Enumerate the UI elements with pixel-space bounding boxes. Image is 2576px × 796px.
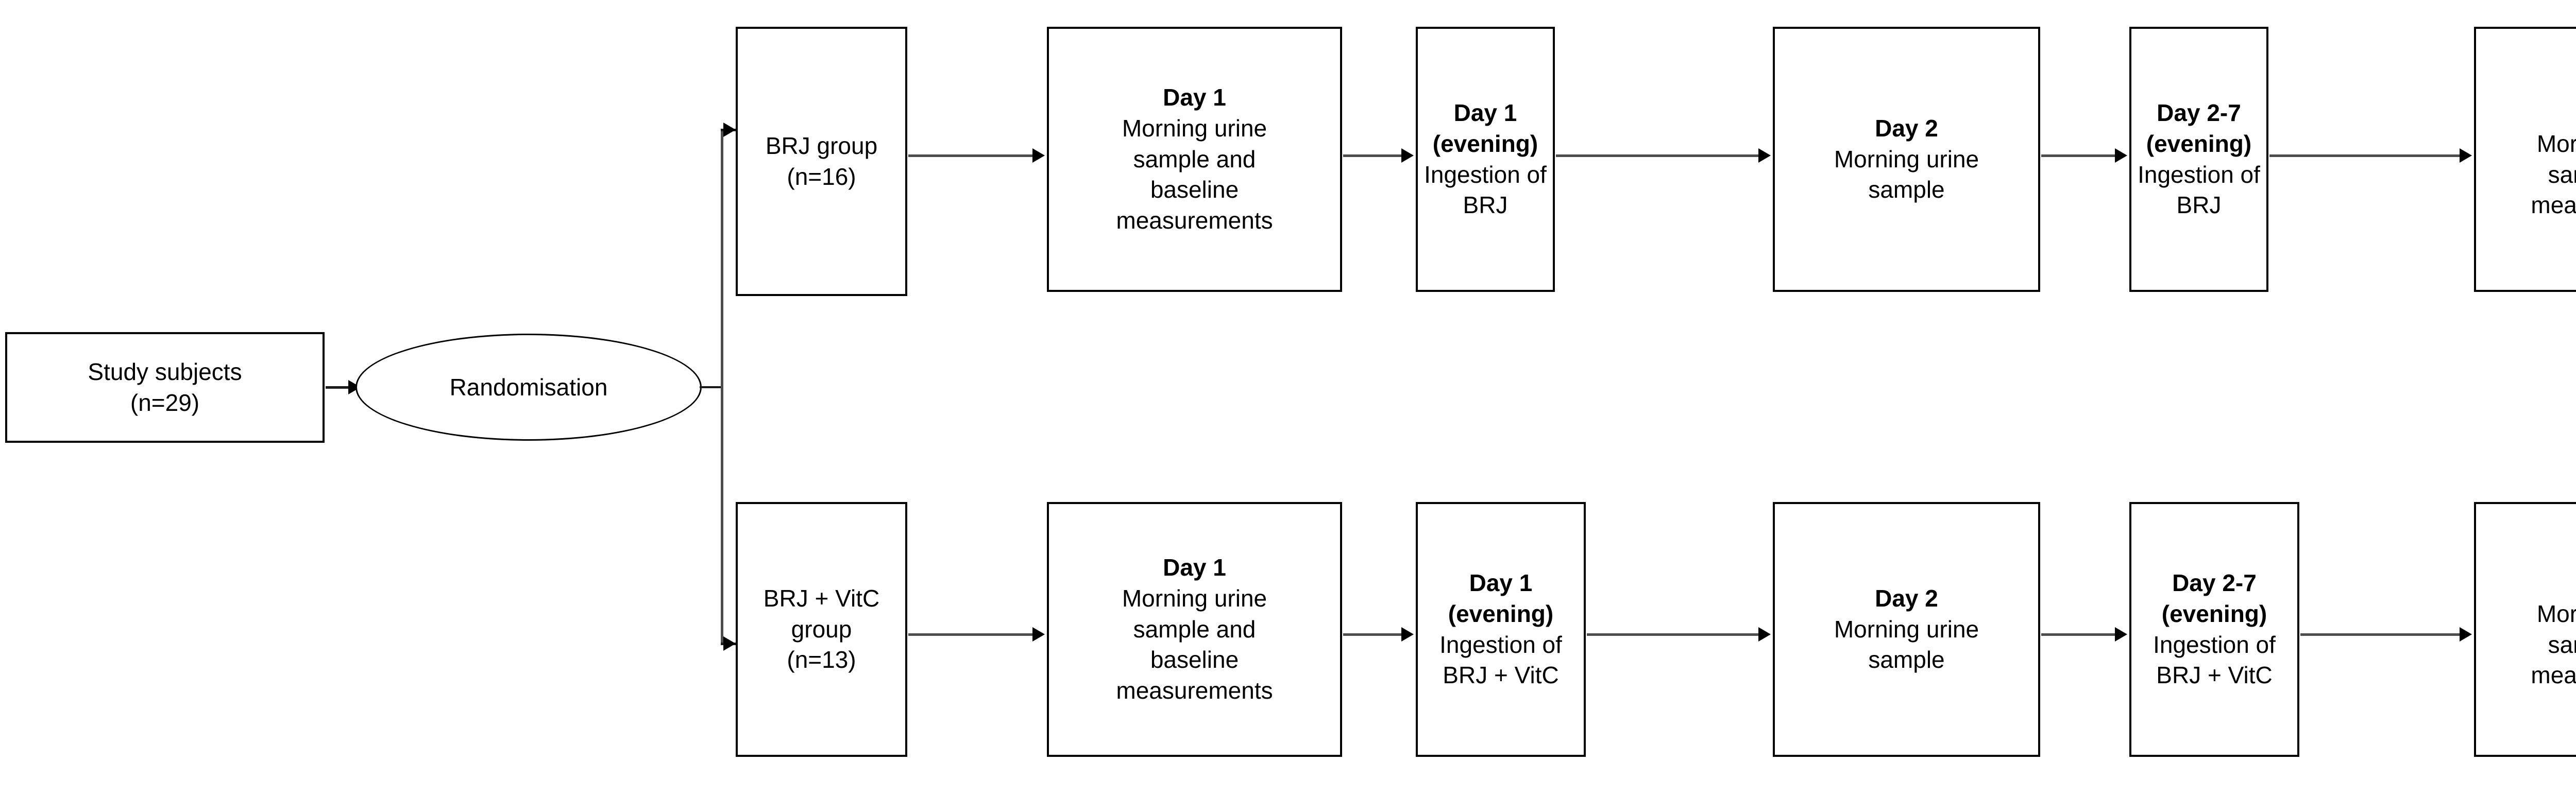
connector-brj-vitc-step4-to-step5 xyxy=(2300,633,2462,636)
arrowhead-brj-vitc-step4-to-step5 xyxy=(2460,627,2472,642)
brj-vitc-step-5-body-1: Morning urine xyxy=(2536,600,2576,627)
brj-step-5-body-3: measurements xyxy=(2531,192,2576,219)
arrowhead-brj-vitc-step1-to-step2 xyxy=(1401,627,1414,642)
brj-step-1-body-2: sample and xyxy=(1133,145,1256,172)
brj-step-2-header-2: (evening) xyxy=(1432,130,1538,157)
arrowhead-branch-top xyxy=(723,123,736,137)
connector-brj-step4-to-step5 xyxy=(2269,154,2462,157)
node-brj-group[interactable]: BRJ group (n=16) xyxy=(736,27,907,296)
connector-start-to-randomisation xyxy=(326,386,352,389)
node-brj-vitc-step-5[interactable]: Day 8 Morning urine sample and measureme… xyxy=(2474,502,2576,757)
arrowhead-brj-step3-to-step4 xyxy=(2115,148,2127,163)
brj-vitc-step-4-header: Day 2-7 xyxy=(2172,569,2257,596)
node-brj-step-4[interactable]: Day 2-7 (evening) Ingestion of BRJ xyxy=(2129,27,2268,292)
brj-vitc-group-line-1: BRJ + VitC xyxy=(763,584,880,612)
node-study-subjects[interactable]: Study subjects (n=29) xyxy=(5,332,325,443)
randomisation-label: Randomisation xyxy=(449,374,608,401)
brj-group-line-1: BRJ group xyxy=(765,132,878,159)
brj-vitc-step-2-body-1: Ingestion of xyxy=(1439,631,1562,658)
brj-vitc-step-2-body-2: BRJ + VitC xyxy=(1443,662,1559,689)
connector-brj-group-to-step1 xyxy=(908,154,1035,157)
arrowhead-brj-group-to-step1 xyxy=(1032,148,1045,163)
connector-brj-vitc-step1-to-step2 xyxy=(1343,633,1404,636)
brj-vitc-step-5-body-2: sample and xyxy=(2548,631,2576,658)
branch-spine xyxy=(721,129,723,645)
brj-step-1-body-1: Morning urine xyxy=(1122,114,1267,142)
brj-step-4-header: Day 2-7 xyxy=(2157,99,2241,126)
arrowhead-branch-bottom xyxy=(723,636,736,651)
node-brj-vitc-step-3[interactable]: Day 2 Morning urine sample xyxy=(1773,502,2040,757)
arrowhead-brj-vitc-step3-to-step4 xyxy=(2115,627,2127,642)
study-subjects-line-2: (n=29) xyxy=(130,389,200,416)
arrowhead-brj-step2-to-step3 xyxy=(1758,148,1771,163)
node-brj-step-1[interactable]: Day 1 Morning urine sample and baseline … xyxy=(1047,27,1342,292)
brj-vitc-step-5-body-3: measurements xyxy=(2531,662,2576,689)
brj-vitc-step-2-header: Day 1 xyxy=(1469,569,1533,596)
brj-step-2-body-2: BRJ xyxy=(1463,192,1508,219)
brj-vitc-step-4-body-1: Ingestion of xyxy=(2153,631,2276,658)
node-brj-step-2[interactable]: Day 1 (evening) Ingestion of BRJ xyxy=(1416,27,1555,292)
node-brj-step-3[interactable]: Day 2 Morning urine sample xyxy=(1773,27,2040,292)
node-brj-vitc-step-2[interactable]: Day 1 (evening) Ingestion of BRJ + VitC xyxy=(1416,502,1586,757)
connector-randomisation-stub xyxy=(700,386,723,388)
arrowhead-brj-step1-to-step2 xyxy=(1401,148,1414,163)
brj-vitc-group-line-2: group xyxy=(791,615,852,643)
brj-vitc-step-4-header-2: (evening) xyxy=(2161,600,2267,627)
brj-step-3-header: Day 2 xyxy=(1875,114,1938,142)
connector-brj-step1-to-step2 xyxy=(1343,154,1404,157)
arrowhead-brj-vitc-group-to-step1 xyxy=(1032,627,1045,642)
brj-vitc-step-2-header-2: (evening) xyxy=(1448,600,1554,627)
brj-vitc-step-3-body-2: sample xyxy=(1868,646,1945,673)
brj-vitc-step-1-body-2: sample and xyxy=(1133,615,1256,643)
brj-step-2-body-1: Ingestion of xyxy=(1424,161,1547,188)
arrowhead-brj-step4-to-step5 xyxy=(2460,148,2472,163)
brj-step-4-body-2: BRJ xyxy=(2176,192,2222,219)
brj-group-line-2: (n=16) xyxy=(787,163,856,190)
brj-step-1-body-3: baseline xyxy=(1150,176,1239,203)
connector-brj-vitc-step3-to-step4 xyxy=(2041,633,2117,636)
brj-step-5-body-2: sample and xyxy=(2548,161,2576,188)
brj-vitc-group-line-3: (n=13) xyxy=(787,646,856,673)
connector-brj-vitc-step2-to-step3 xyxy=(1587,633,1761,636)
brj-step-5-body-1: Morning urine xyxy=(2536,130,2576,157)
node-brj-step-5[interactable]: Day 8 Morning urine sample and measureme… xyxy=(2474,27,2576,292)
brj-step-3-body-1: Morning urine xyxy=(1834,145,1979,172)
brj-vitc-step-1-body-1: Morning urine xyxy=(1122,584,1267,612)
brj-vitc-step-1-body-4: measurements xyxy=(1116,677,1273,704)
brj-vitc-step-3-header: Day 2 xyxy=(1875,584,1938,612)
brj-step-4-header-2: (evening) xyxy=(2146,130,2252,157)
brj-step-2-header: Day 1 xyxy=(1453,99,1517,126)
brj-vitc-step-1-header: Day 1 xyxy=(1163,554,1226,581)
arrowhead-brj-vitc-step2-to-step3 xyxy=(1758,627,1771,642)
brj-vitc-step-3-body-1: Morning urine xyxy=(1834,615,1979,643)
connector-brj-step3-to-step4 xyxy=(2041,154,2117,157)
connector-brj-vitc-group-to-step1 xyxy=(908,633,1035,636)
brj-step-1-header: Day 1 xyxy=(1163,84,1226,111)
brj-vitc-step-4-body-2: BRJ + VitC xyxy=(2156,662,2273,689)
brj-vitc-step-1-body-3: baseline xyxy=(1150,646,1239,673)
brj-step-3-body-2: sample xyxy=(1868,176,1945,203)
brj-step-4-body-1: Ingestion of xyxy=(2138,161,2260,188)
node-brj-vitc-group[interactable]: BRJ + VitC group (n=13) xyxy=(736,502,907,757)
brj-step-1-body-4: measurements xyxy=(1116,207,1273,234)
study-subjects-line-1: Study subjects xyxy=(88,358,242,385)
connector-brj-step2-to-step3 xyxy=(1556,154,1761,157)
node-brj-vitc-step-1[interactable]: Day 1 Morning urine sample and baseline … xyxy=(1047,502,1342,757)
node-randomisation[interactable]: Randomisation xyxy=(355,334,702,441)
node-brj-vitc-step-4[interactable]: Day 2-7 (evening) Ingestion of BRJ + Vit… xyxy=(2129,502,2299,757)
